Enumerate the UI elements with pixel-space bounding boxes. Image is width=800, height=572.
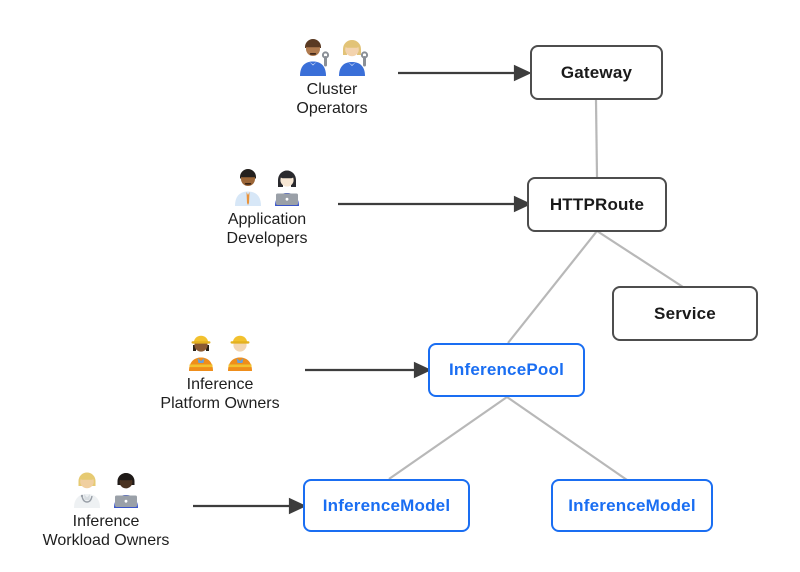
woman-construction-worker-icon: [188, 335, 213, 371]
persona-label-line: Workload Owners: [42, 532, 170, 549]
node-inferencemodel-1-label: InferenceModel: [322, 495, 451, 515]
persona-inference-platform-owners: Inference Platform Owners: [150, 331, 290, 413]
persona-label-line: Developers: [226, 230, 308, 247]
node-inferencemodel-2: InferenceModel: [551, 479, 713, 532]
man-mechanic-icon: [299, 39, 329, 76]
edge-gateway-httproute: [594, 99, 599, 178]
arrow-cluster-operators-head: [513, 64, 532, 82]
persona-label-line: Inference: [186, 376, 254, 393]
persona-arrows: [193, 64, 532, 515]
resource-connectors: [388, 99, 684, 481]
node-service: Service: [612, 286, 758, 341]
inference-platform-owners-emoji-row: [183, 331, 258, 371]
persona-application-developers: Application Developers: [197, 166, 337, 248]
inference-workload-owners-emoji-row: [69, 468, 144, 508]
man-office-worker-icon: [234, 169, 261, 206]
arrow-application-developers-head: [513, 195, 532, 213]
edge-inferencepool-inferencemodel-2: [506, 396, 628, 481]
node-inferencemodel-2-label: InferenceModel: [568, 495, 696, 515]
application-developers-emoji-row: [230, 166, 305, 206]
woman-technologist-icon: [274, 170, 299, 206]
persona-label-line: Cluster: [306, 81, 358, 98]
persona-label-line: Application: [227, 211, 307, 228]
cluster-operators-emoji-row: [295, 36, 370, 76]
man-technologist-icon: [113, 473, 138, 508]
persona-cluster-operators: Cluster Operators: [262, 36, 402, 118]
edge-inferencepool-inferencemodel-1: [388, 396, 508, 480]
edge-httproute-inferencepool: [507, 230, 598, 344]
persona-label-line: Platform Owners: [160, 395, 280, 412]
man-construction-worker-icon: [227, 335, 252, 371]
woman-mechanic-icon: [338, 40, 368, 76]
persona-label-line: Inference: [72, 513, 140, 530]
node-gateway: Gateway: [530, 45, 663, 100]
persona-label-line: Operators: [296, 100, 368, 117]
arrow-inference-workload-owners-head: [288, 497, 307, 515]
health-worker-icon: [73, 472, 100, 508]
persona-inference-workload-owners: Inference Workload Owners: [36, 468, 176, 550]
node-gateway-label: Gateway: [560, 62, 633, 82]
node-inferencemodel-1: InferenceModel: [303, 479, 470, 532]
node-httproute-label: HTTPRoute: [549, 194, 645, 214]
arrow-inference-platform-owners-head: [413, 361, 432, 379]
node-service-label: Service: [654, 303, 716, 323]
edge-httproute-service: [596, 230, 684, 288]
node-inferencepool-label: InferencePool: [448, 360, 565, 379]
node-httproute: HTTPRoute: [527, 177, 667, 232]
node-inferencepool: InferencePool: [428, 343, 585, 397]
